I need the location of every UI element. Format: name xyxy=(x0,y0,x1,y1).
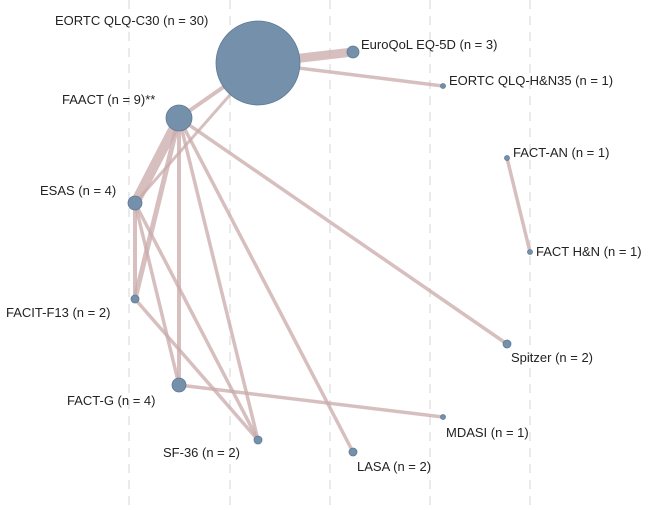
node-label-faact: FAACT (n = 9)** xyxy=(62,92,156,107)
node-fact_hn xyxy=(527,249,533,255)
node-sf36 xyxy=(253,435,263,445)
node-mdasi xyxy=(440,414,446,420)
edge-esas-sf36 xyxy=(133,201,260,442)
node-spitzer xyxy=(502,339,512,349)
node-euroqol xyxy=(346,45,360,59)
node-esas xyxy=(127,195,143,211)
node-label-euroqol: EuroQoL EQ-5D (n = 3) xyxy=(361,37,498,52)
edge-facit_f13-sf36 xyxy=(133,297,260,442)
edge-faact-esas xyxy=(130,113,184,208)
node-label-eortc_hn35: EORTC QLQ-H&N35 (n = 1) xyxy=(449,73,614,88)
node-label-fact_hn: FACT H&N (n = 1) xyxy=(536,244,642,259)
node-label-fact_an: FACT-AN (n = 1) xyxy=(513,145,610,160)
node-label-eortc_c30: EORTC QLQ-C30 (n = 30) xyxy=(55,13,209,28)
edges xyxy=(130,47,532,454)
edge-faact-sf36 xyxy=(177,116,260,442)
edge-faact-lasa xyxy=(177,116,355,454)
edge-faact-facit_f13 xyxy=(132,115,182,302)
edge-faact-spitzer xyxy=(177,116,509,346)
node-label-sf36: SF-36 (n = 2) xyxy=(163,445,240,460)
edge-fact_an-fact_hn xyxy=(505,156,532,254)
node-fact_g xyxy=(171,377,187,393)
node-label-facit_f13: FACIT-F13 (n = 2) xyxy=(6,305,111,320)
node-eortc_c30 xyxy=(215,20,301,106)
node-label-esas: ESAS (n = 4) xyxy=(40,183,117,198)
node-fact_an xyxy=(504,155,510,161)
node-label-mdasi: MDASI (n = 1) xyxy=(446,425,529,440)
edge-esas-fact_g xyxy=(133,201,181,387)
nodes xyxy=(127,20,533,457)
edge-fact_g-mdasi xyxy=(177,383,445,419)
node-faact xyxy=(165,104,193,132)
node-label-spitzer: Spitzer (n = 2) xyxy=(511,350,594,365)
node-facit_f13 xyxy=(130,294,140,304)
node-label-fact_g: FACT-G (n = 4) xyxy=(67,393,156,408)
node-lasa xyxy=(348,447,358,457)
node-label-lasa: LASA (n = 2) xyxy=(357,459,432,474)
node-eortc_hn35 xyxy=(440,83,446,89)
